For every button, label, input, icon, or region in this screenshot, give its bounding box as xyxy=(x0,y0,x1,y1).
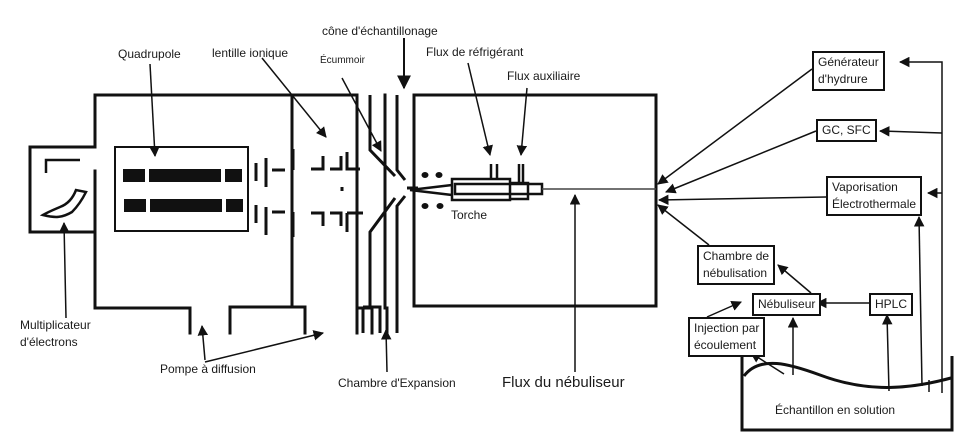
quadrupole-housing xyxy=(114,146,249,232)
sample-beaker xyxy=(740,356,954,432)
label-sampling-cone: cône d'échantillonage xyxy=(322,24,438,38)
box-nebulizer-line1: Nébuliseur xyxy=(758,297,816,311)
label-auxiliary-flow: Flux auxiliaire xyxy=(507,69,581,83)
label-skimmer: Écummoir xyxy=(320,55,366,66)
label-quadrupole: Quadrupole xyxy=(118,47,181,61)
multiplier-pointer xyxy=(58,221,70,319)
cones xyxy=(368,95,407,308)
box-gc-sfc-line1: GC, SFC xyxy=(822,123,871,137)
box-flow-injection-line1: Injection par xyxy=(694,321,760,335)
plasma-dots xyxy=(421,172,444,209)
box-flow-injection-line2: écoulement xyxy=(694,338,757,352)
pump-pointer-2 xyxy=(204,330,325,363)
box-spray-chamber-line2: nébulisation xyxy=(703,266,768,280)
box-hydride-generator-line2: d'hydrure xyxy=(818,72,868,86)
electron-multiplier-icon xyxy=(39,158,88,219)
box-electrothermal-vaporization: Vaporisation Électrothermale xyxy=(826,176,923,216)
label-coolant-flow: Flux de réfrigérant xyxy=(426,45,524,59)
vacuum-housing-outline xyxy=(93,93,389,335)
sampling-cone xyxy=(395,95,407,308)
etv-to-torch-arrow xyxy=(657,194,827,206)
expansion-pointer xyxy=(380,328,392,373)
coolant-pointer xyxy=(467,62,493,157)
torch-box xyxy=(412,93,658,308)
torch-icon xyxy=(409,164,544,202)
label-diffusion-pump: Pompe à diffusion xyxy=(160,362,256,376)
box-flow-injection: Injection par écoulement xyxy=(688,317,766,357)
nebulizer-to-spraychamber-arrow xyxy=(777,264,812,294)
label-sample-solution: Échantillon en solution xyxy=(775,403,896,417)
box-nebulizer: Nébuliseur xyxy=(752,293,822,316)
sample-to-etv-arrow xyxy=(913,215,925,387)
skimmer-pointer xyxy=(341,77,382,152)
spraychamber-to-torch-arrow xyxy=(657,204,710,246)
label-electron-multiplier-1: Multiplicateur xyxy=(20,318,91,332)
box-spray-chamber: Chambre de nébulisation xyxy=(697,245,776,285)
label-nebulizer-flow: Flux du nébuliseur xyxy=(502,374,625,391)
ion-lens-elements xyxy=(254,149,363,237)
label-ion-lens: lentille ionique xyxy=(212,46,289,60)
sample-to-hplc-arrow xyxy=(882,313,893,392)
box-hydride-generator-line1: Générateur xyxy=(818,55,879,69)
box-hplc: HPLC xyxy=(869,293,914,316)
auxiliary-pointer xyxy=(516,87,528,157)
hydride-to-torch-arrow xyxy=(657,68,813,185)
injection-to-nebulizer-arrow xyxy=(706,301,742,318)
label-expansion-chamber: Chambre d'Expansion xyxy=(338,376,456,390)
box-gc-sfc: GC, SFC xyxy=(816,119,877,142)
label-electron-multiplier-2: d'électrons xyxy=(20,335,78,349)
box-hydride-generator: Générateur d'hydrure xyxy=(812,51,885,91)
quadrupole-pointer xyxy=(149,63,160,158)
box-etv-line2: Électrothermale xyxy=(832,197,917,211)
sample-feed-line xyxy=(898,56,943,393)
box-etv-line1: Vaporisation xyxy=(832,180,898,194)
box-hplc-line1: HPLC xyxy=(875,297,908,311)
label-torch: Torche xyxy=(451,208,488,222)
skimmer-cone xyxy=(368,95,397,308)
gc-to-torch-arrow xyxy=(665,130,817,194)
box-spray-chamber-line1: Chambre de xyxy=(703,249,770,263)
ion-lens-pointer xyxy=(261,57,327,138)
quadrupole-rods xyxy=(123,169,243,212)
pump-pointer-1 xyxy=(197,324,209,361)
